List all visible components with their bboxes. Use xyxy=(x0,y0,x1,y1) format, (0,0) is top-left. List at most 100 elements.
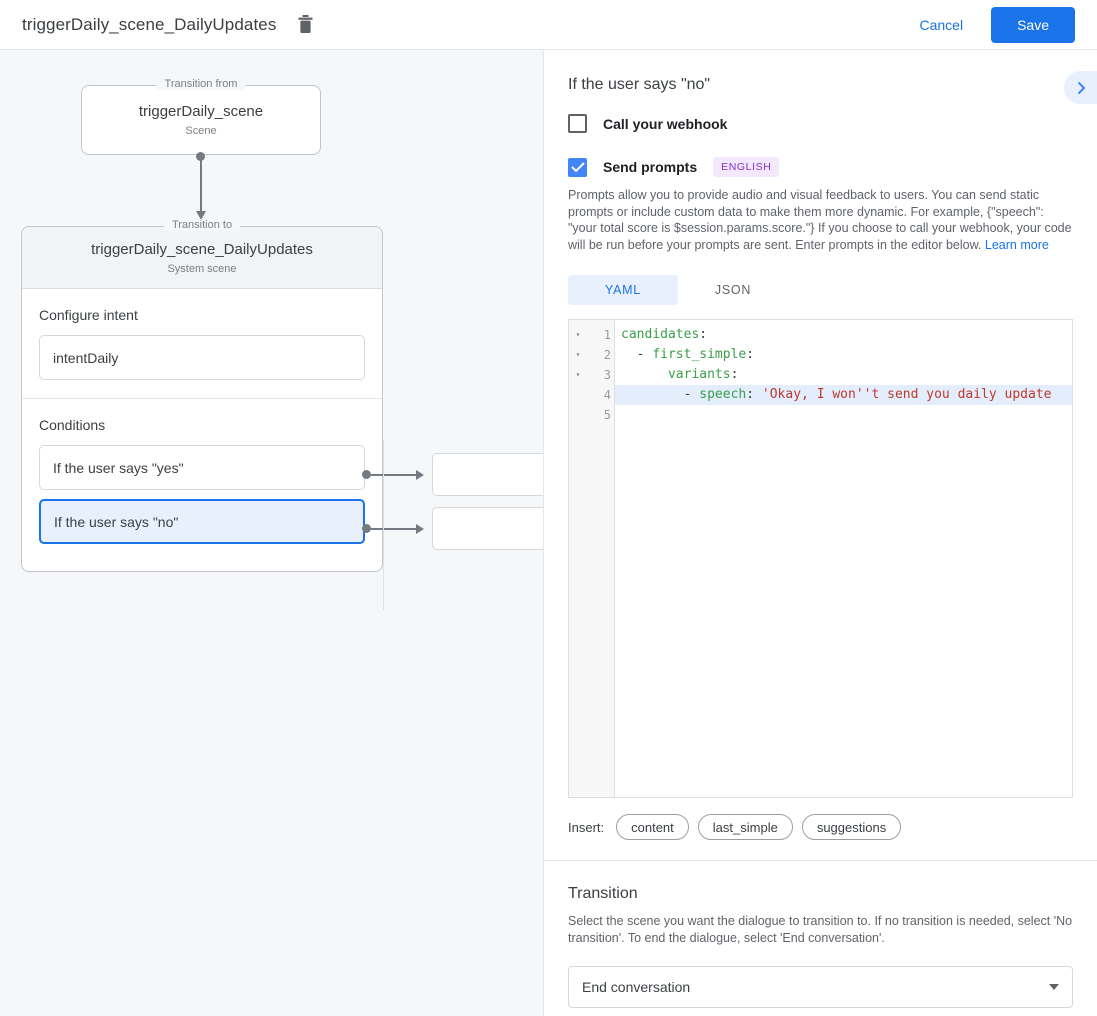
tab-json[interactable]: JSON xyxy=(714,283,752,297)
condition-yes-edge-dot xyxy=(362,470,371,479)
code-token-key: variants xyxy=(667,367,731,382)
transition-description: Select the scene you want the dialogue t… xyxy=(568,914,1073,945)
language-badge: ENGLISH xyxy=(713,157,780,177)
code-token-key: first_simple xyxy=(652,347,747,362)
transition-from-legend: Transition from xyxy=(156,78,246,90)
send-prompts-checkbox[interactable] xyxy=(568,157,587,177)
fold-triangle-icon[interactable]: ▾ xyxy=(575,370,581,379)
transition-section: Transition Select the scene you want the… xyxy=(544,861,1097,1008)
transition-target-value: End conversation xyxy=(582,979,691,995)
condition-item-yes[interactable]: If the user says "yes" xyxy=(39,445,365,490)
code-token-plain: : xyxy=(746,387,762,402)
content-area: Transition from triggerDaily_scene Scene… xyxy=(0,50,1097,1016)
learn-more-link[interactable]: Learn more xyxy=(984,237,1049,252)
chevron-down-icon xyxy=(1049,984,1059,990)
fold-triangle-icon[interactable]: ▾ xyxy=(575,350,581,359)
top-bar: triggerDaily_scene_DailyUpdates Cancel S… xyxy=(0,0,1097,50)
transition-target-select[interactable]: End conversation xyxy=(568,966,1073,1008)
transition-from-title: triggerDaily_scene xyxy=(138,103,264,120)
editor-line-number: 4 xyxy=(603,388,611,402)
editor-code-line[interactable]: candidates: xyxy=(615,325,1072,345)
configure-intent-section: Configure intent intentDaily xyxy=(22,289,382,398)
editor-gutter-row: ▾1 xyxy=(569,325,614,345)
editor-code-line[interactable]: variants: xyxy=(615,365,1072,385)
insert-label: Insert: xyxy=(568,819,605,835)
delete-button[interactable] xyxy=(292,12,318,38)
editor-gutter-row: ▾3 xyxy=(569,365,614,385)
editor-gutter-row: ▾2 xyxy=(569,345,614,365)
condition-yes-edge-arrow xyxy=(416,470,424,480)
condition-item-no[interactable]: If the user says "no" xyxy=(39,499,365,544)
intent-field[interactable]: intentDaily xyxy=(39,335,365,380)
insert-chip-content[interactable]: content xyxy=(616,814,689,840)
editor-code-line[interactable]: - speech: 'Okay, I won''t send you daily… xyxy=(615,385,1072,405)
condition-no-edge-dot xyxy=(362,524,371,533)
edge-source-dot xyxy=(196,152,205,161)
conditions-section: Conditions If the user says "yes" If the… xyxy=(22,398,382,562)
insert-chip-suggestions[interactable]: suggestions xyxy=(801,814,902,840)
call-webhook-checkbox[interactable] xyxy=(568,114,587,133)
target-node-yes[interactable] xyxy=(432,453,543,496)
transition-to-node[interactable]: Transition to triggerDaily_scene_DailyUp… xyxy=(21,219,383,572)
scene-graph-canvas[interactable]: Transition from triggerDaily_scene Scene… xyxy=(0,50,543,1016)
code-token-plain: : xyxy=(746,347,755,362)
target-node-no[interactable] xyxy=(432,507,543,550)
editor-line-number: 5 xyxy=(603,408,611,422)
editor-code-area[interactable]: candidates: - first_simple: variants: - … xyxy=(615,320,1072,797)
conditions-label: Conditions xyxy=(39,417,106,433)
configure-intent-label: Configure intent xyxy=(39,307,138,323)
transition-from-subtitle: Scene xyxy=(185,125,217,137)
transition-from-node[interactable]: Transition from triggerDaily_scene Scene xyxy=(81,78,321,155)
editor-gutter-row: 5 xyxy=(569,405,614,425)
page-title: triggerDaily_scene_DailyUpdates xyxy=(22,14,277,34)
edge-rail xyxy=(383,440,384,610)
panel-divider xyxy=(544,860,1097,861)
collapse-panel-button[interactable] xyxy=(1064,71,1097,104)
save-button[interactable]: Save xyxy=(991,6,1075,43)
send-prompts-label: Send prompts xyxy=(603,159,698,175)
condition-no-edge-line xyxy=(371,528,417,530)
editor-gutter-row: 4 xyxy=(569,385,614,405)
transition-to-header: triggerDaily_scene_DailyUpdates System s… xyxy=(22,227,382,289)
code-token-plain xyxy=(621,367,668,382)
chevron-right-icon xyxy=(1077,81,1085,94)
code-token-plain: - xyxy=(621,387,700,402)
code-token-key: speech xyxy=(699,387,747,402)
code-token-plain: - xyxy=(621,347,653,362)
detail-panel: If the user says "no" Call your webhook xyxy=(543,50,1097,1016)
code-token-plain: : xyxy=(730,367,739,382)
code-token-plain: : xyxy=(699,327,708,342)
editor-code-line[interactable] xyxy=(615,405,1072,425)
edge-arrow-down xyxy=(196,211,206,220)
editor-line-number: 3 xyxy=(603,368,611,382)
tab-yaml[interactable]: YAML xyxy=(568,275,678,305)
webhook-row: Call your webhook xyxy=(568,114,1073,133)
panel-header: If the user says "no" xyxy=(544,50,1097,104)
code-token-key: candidates xyxy=(621,327,700,342)
insert-row: Insert: content last_simple suggestions xyxy=(568,814,1073,860)
code-token-str: 'Okay, I won''t send you daily update xyxy=(761,387,1052,402)
cancel-button[interactable]: Cancel xyxy=(905,9,977,41)
transition-to-subtitle: System scene xyxy=(167,262,237,275)
edge-vertical-line xyxy=(200,157,202,212)
condition-yes-edge-line xyxy=(371,474,417,476)
check-icon xyxy=(571,162,584,172)
format-tabs: YAML JSON xyxy=(568,275,1073,305)
panel-body: Call your webhook Send prompts ENGLISH P… xyxy=(544,114,1097,860)
transition-to-legend: Transition to xyxy=(163,219,241,231)
call-webhook-label: Call your webhook xyxy=(603,115,728,132)
prompts-description-text: Prompts allow you to provide audio and v… xyxy=(568,188,1072,252)
transition-title: Transition xyxy=(568,885,638,902)
editor-code-line[interactable]: - first_simple: xyxy=(615,345,1072,365)
panel-title: If the user says "no" xyxy=(568,76,711,93)
trash-icon xyxy=(298,15,313,33)
condition-no-edge-arrow xyxy=(416,524,424,534)
fold-triangle-icon[interactable]: ▾ xyxy=(575,330,581,339)
editor-line-number: 1 xyxy=(603,328,611,342)
insert-chip-last-simple[interactable]: last_simple xyxy=(697,814,793,840)
transition-to-title: triggerDaily_scene_DailyUpdates xyxy=(91,240,313,258)
send-prompts-row: Send prompts ENGLISH xyxy=(568,157,1073,177)
prompts-description: Prompts allow you to provide audio and v… xyxy=(568,187,1073,253)
